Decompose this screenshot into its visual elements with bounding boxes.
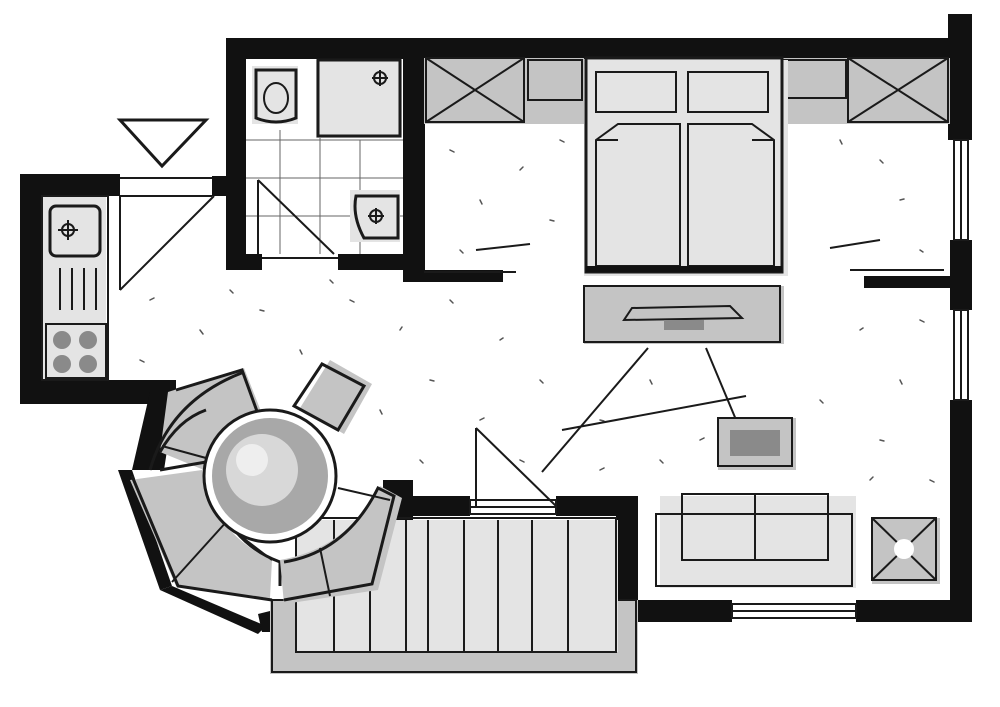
entrance	[116, 118, 215, 291]
drainboard	[59, 268, 97, 310]
side-table	[871, 517, 940, 584]
round-table	[202, 408, 338, 544]
entrance-arrow-icon	[116, 118, 210, 169]
pillow-right	[687, 71, 769, 113]
bathroom	[246, 58, 403, 259]
tv-icon	[622, 304, 745, 322]
floor-texture	[139, 139, 935, 564]
living-door	[475, 395, 747, 507]
cooktop	[45, 323, 107, 379]
shower	[316, 58, 402, 138]
washbasin	[350, 190, 400, 242]
stool	[717, 417, 796, 470]
windows	[469, 139, 969, 619]
tv-console	[541, 285, 784, 473]
armchair	[291, 360, 372, 434]
wardrobe-right	[782, 57, 950, 271]
sofa	[655, 493, 856, 588]
bathroom-door	[257, 179, 338, 259]
curved-bench	[130, 368, 402, 604]
kitchen-sink	[48, 204, 102, 258]
stair-treads	[333, 520, 569, 652]
kitchenette	[41, 195, 109, 381]
double-bed	[584, 56, 788, 276]
toilet	[252, 66, 298, 124]
wardrobe-left	[424, 57, 584, 273]
pillow-left	[595, 71, 677, 113]
